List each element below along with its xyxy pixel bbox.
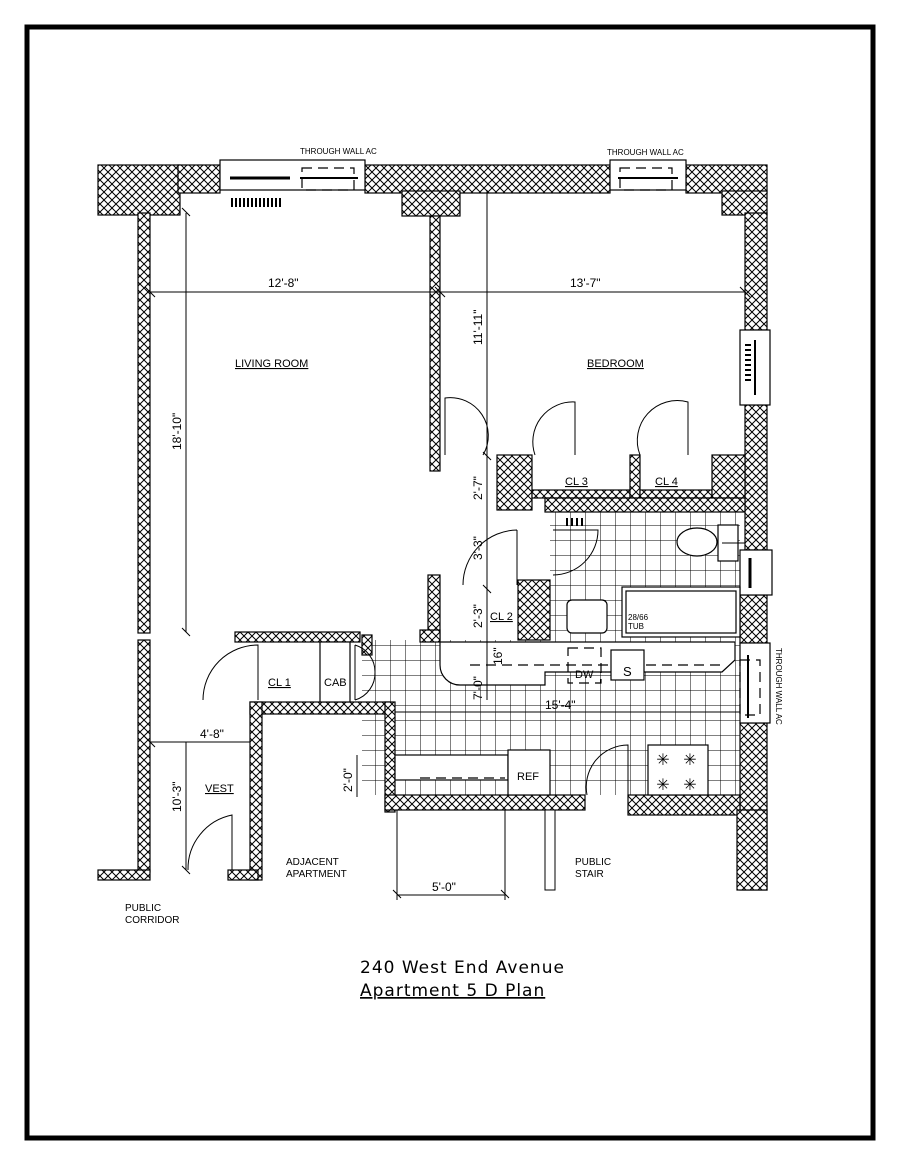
kitchen-sink-icon (610, 649, 645, 681)
tub-icon (625, 590, 737, 634)
dimension-2-7: 2'-7" (471, 476, 485, 500)
tub-size-label: 28/66 (628, 613, 649, 622)
dimension-2-0: 2'-0" (341, 768, 355, 792)
ac-unit-bedroom (609, 159, 687, 191)
room-label-vest: VEST (205, 783, 234, 795)
plan-title-apartment: Apartment 5 D Plan (360, 981, 545, 1001)
refrigerator-label: REF (517, 771, 539, 783)
label-ac-living: THROUGH WALL AC (300, 147, 377, 156)
dimension-living-width: 12'-8" (268, 276, 299, 290)
label-adjacent: ADJACENT (286, 857, 339, 868)
dimension-5-0: 5'-0" (432, 880, 456, 894)
dimension-vest-width: 4'-8" (200, 727, 224, 741)
dimension-3-3: 3'-3" (471, 536, 485, 560)
room-label-living-room: LIVING ROOM (235, 358, 308, 370)
label-public-corridor-2: CORRIDOR (125, 915, 179, 926)
dimension-16: 16" (491, 647, 505, 665)
room-label-cl1: CL 1 (268, 677, 291, 689)
dimension-living-depth: 18'-10" (170, 413, 184, 450)
dishwasher-label: DW (575, 669, 594, 681)
label-ac-kitchen: THROUGH WALL AC (774, 648, 783, 725)
dimension-lines (144, 190, 751, 900)
room-label-cl4: CL 4 (655, 476, 678, 488)
label-apartment: APARTMENT (286, 869, 347, 880)
toilet-icon (676, 524, 745, 562)
dimension-vest-depth: 10'-3" (170, 781, 184, 812)
page-border (24, 24, 876, 1141)
dishwasher-icon (567, 647, 602, 684)
svg-text:✳: ✳ (683, 777, 696, 794)
room-label-cl2: CL 2 (490, 611, 513, 623)
dimension-kitchen-width: 15'-4" (545, 698, 576, 712)
dimension-bedroom-width: 13'-7" (570, 276, 601, 290)
doors (187, 397, 689, 871)
refrigerator-icon (507, 749, 551, 796)
svg-text:✳: ✳ (656, 752, 669, 769)
dimension-2-3: 2'-3" (471, 604, 485, 628)
dimension-7-0: 7'-0" (471, 676, 485, 700)
room-label-bedroom: BEDROOM (587, 358, 644, 370)
svg-text:✳: ✳ (683, 752, 696, 769)
bedroom-window (739, 329, 771, 406)
vent-icon (231, 198, 281, 207)
vent-icon (566, 518, 583, 526)
tub-label: TUB (628, 622, 644, 631)
cabinet-icon (319, 641, 351, 703)
label-public-stair-1: PUBLIC (575, 857, 611, 868)
label-public-corridor-1: PUBLIC (125, 903, 161, 914)
dimension-bedroom-depth: 11'-11" (471, 310, 485, 345)
ac-unit-kitchen (739, 642, 771, 724)
walls (97, 164, 768, 891)
kitchen-fixtures: DW S REF ✳ ✳ ✳ ✳ (319, 641, 736, 796)
room-label-cl3: CL 3 (565, 476, 588, 488)
svg-text:✳: ✳ (656, 777, 669, 794)
sink-label: S (623, 664, 632, 679)
sink-icon (566, 599, 608, 634)
label-public-stair-2: STAIR (575, 869, 604, 880)
bath-window (739, 549, 773, 596)
plan-title-address: 240 West End Avenue (360, 958, 565, 978)
ac-unit-living (219, 159, 366, 207)
label-ac-bedroom: THROUGH WALL AC (607, 148, 684, 157)
stove-icon (647, 744, 709, 796)
bath-fixtures: 28/66 TUB (566, 518, 745, 638)
label-cab: CAB (324, 677, 347, 689)
